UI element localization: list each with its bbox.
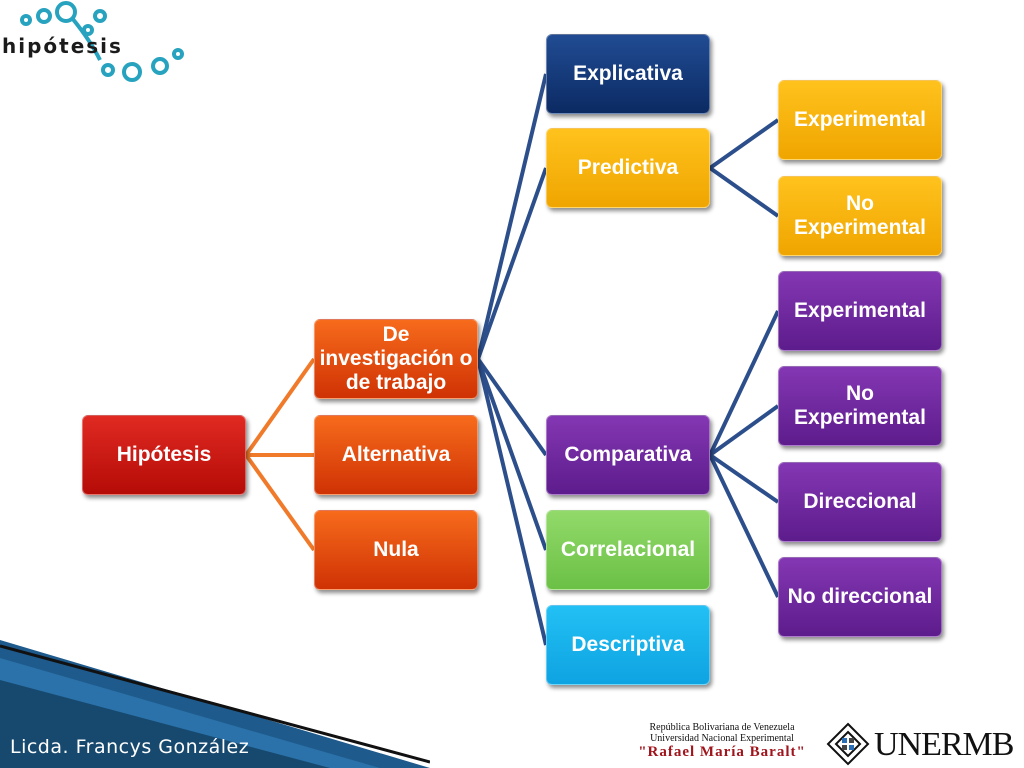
node-descriptiva: Descriptiva xyxy=(546,605,710,685)
node-predictiva: Predictiva xyxy=(546,128,710,208)
node-nula: Nula xyxy=(314,510,478,590)
author-name: Licda. Francys González xyxy=(10,736,250,758)
hipotesis-logo-icon xyxy=(20,1,184,82)
unermb-emblem-icon xyxy=(826,722,870,766)
node-explicativa: Explicativa xyxy=(546,34,710,114)
node-comparativa-no-experimental: No Experimental xyxy=(778,366,942,446)
node-direccional: Direccional xyxy=(778,462,942,542)
logo-wordmark: hipótesis xyxy=(2,34,123,58)
node-de-investigacion: De investigación o de trabajo xyxy=(314,319,478,399)
node-predictiva-no-experimental: No Experimental xyxy=(778,176,942,256)
node-correlacional: Correlacional xyxy=(546,510,710,590)
node-comparativa-experimental: Experimental xyxy=(778,271,942,351)
unermb-logo-text: UNERMB xyxy=(874,726,1014,763)
node-comparativa: Comparativa xyxy=(546,415,710,495)
institution-line-3: "Rafael María Baralt" xyxy=(638,744,806,760)
node-predictiva-experimental: Experimental xyxy=(778,80,942,160)
institution-line-1: República Bolivariana de Venezuela xyxy=(649,722,795,733)
node-alternativa: Alternativa xyxy=(314,415,478,495)
node-hipotesis: Hipótesis xyxy=(82,415,246,495)
institution-block: República Bolivariana de Venezuela Unive… xyxy=(622,722,822,761)
node-no-direccional: No direccional xyxy=(778,557,942,637)
footer-band-decoration xyxy=(0,640,430,768)
institution-line-2: Universidad Nacional Experimental xyxy=(650,733,794,744)
